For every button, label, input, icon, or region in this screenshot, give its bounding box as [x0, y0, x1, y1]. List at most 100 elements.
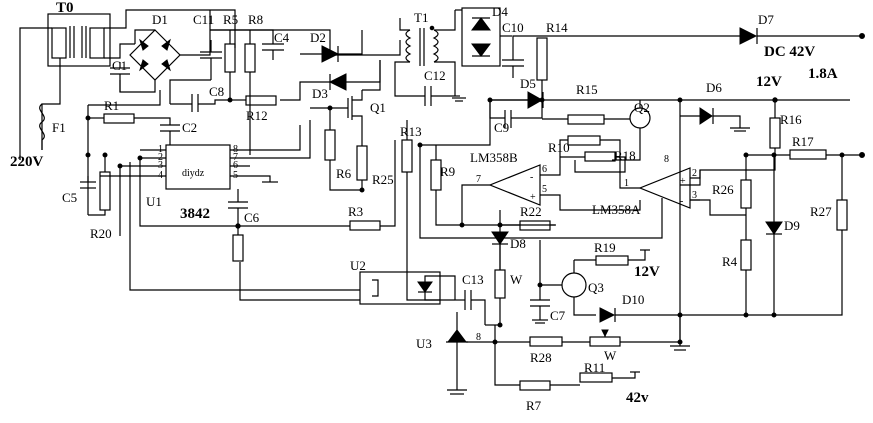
dc-output-terminal — [859, 33, 865, 39]
u1-pin-2: 2 — [158, 152, 163, 163]
label-r8: R8 — [248, 12, 263, 27]
u1-chip-body — [165, 144, 231, 190]
r14-resistor — [536, 37, 548, 81]
lm358a-minus: - — [680, 196, 683, 207]
label-r28: R28 — [530, 350, 552, 365]
aux-supply — [489, 91, 850, 340]
junction-dots — [85, 97, 845, 345]
label-d8: D8 — [510, 236, 526, 251]
r6-resistor — [324, 129, 336, 161]
label-c2: C2 — [182, 120, 197, 135]
label-r16: R16 — [780, 112, 802, 127]
label-w2: W — [604, 348, 617, 363]
c12-capacitor — [394, 70, 455, 106]
lm358b-pin-6: 6 — [542, 164, 547, 175]
label-lm358a: LM358A — [592, 202, 641, 217]
pin-numbers: 1 2 3 4 5 6 7 8 7 6 5 1 2 3 8 8 - + + - — [158, 144, 697, 343]
u1-pin-3: 3 — [158, 160, 163, 171]
label-r18: R18 — [614, 148, 636, 163]
r25-resistor — [356, 145, 368, 181]
lm358b-pin-7: 7 — [476, 174, 481, 185]
r4-resistor — [740, 239, 752, 271]
u1-pin-5: 5 — [233, 170, 238, 181]
label-r27: R27 — [810, 204, 832, 219]
label-r25: R25 — [372, 172, 394, 187]
r10-resistor — [567, 135, 601, 146]
label-q1: Q1 — [370, 100, 386, 115]
label-r19: R19 — [594, 240, 616, 255]
label-r26: R26 — [712, 182, 734, 197]
lm358a-pin-3: 3 — [692, 190, 697, 201]
r13-resistor — [401, 139, 413, 173]
label-42v: 42v — [626, 390, 649, 406]
lm358b-minus: - — [530, 172, 533, 183]
t0-winding-left — [51, 27, 67, 59]
r8-resistor — [244, 43, 256, 73]
lm358a-pin-8: 8 — [664, 154, 669, 165]
label-d10: D10 — [622, 292, 644, 307]
label-d5: D5 — [520, 76, 536, 91]
label-r3: R3 — [348, 204, 363, 219]
lm358a-opamp — [419, 139, 701, 239]
reference-circuit — [446, 312, 680, 395]
lm358b-triangle — [488, 164, 541, 206]
label-r10: R10 — [548, 140, 570, 155]
label-220v: 220V — [10, 154, 44, 170]
t1-transformer — [394, 10, 456, 96]
lm358a-pin-2: 2 — [692, 168, 697, 179]
label-c13: C13 — [462, 272, 484, 287]
t0-filter-body — [47, 13, 111, 67]
label-dc-output: DC 42V — [764, 44, 815, 60]
label-d4: D4 — [492, 4, 508, 19]
component-labels: T0 D1 C11 R5 R8 C4 D2 T1 D4 C10 R14 D7 D… — [10, 0, 838, 413]
label-c6: C6 — [244, 210, 260, 225]
output-rail — [490, 27, 865, 101]
lm358a-triangle — [638, 167, 691, 209]
input-section — [19, 9, 236, 160]
label-w1: W — [510, 272, 523, 287]
label-c7: C7 — [550, 308, 566, 323]
w2-potentiometer — [589, 336, 621, 347]
r20-resistor — [99, 171, 111, 211]
lm358a-pin-1: 1 — [624, 178, 629, 189]
label-u2: U2 — [350, 258, 366, 273]
r26-resistor — [740, 179, 752, 209]
r15-resistor — [567, 114, 605, 125]
u1-pin-1: 1 — [158, 144, 163, 155]
indicator-circuit — [491, 210, 680, 324]
label-r5: R5 — [223, 12, 238, 27]
label-c12: C12 — [424, 68, 446, 83]
t0-winding-right — [89, 27, 105, 59]
label-r9: R9 — [440, 164, 455, 179]
label-c10: C10 — [502, 20, 524, 35]
r5-resistor — [224, 43, 236, 73]
sense-network — [670, 149, 865, 351]
label-f1: F1 — [52, 120, 66, 135]
r7-resistor — [519, 380, 551, 391]
label-c11: C11 — [193, 12, 214, 27]
label-d2: D2 — [310, 30, 326, 45]
label-u3: U3 — [416, 336, 432, 351]
u3-pin-8: 8 — [476, 332, 481, 343]
label-d9: D9 — [784, 218, 800, 233]
w1-potentiometer — [494, 269, 506, 299]
r16-resistor — [769, 117, 781, 149]
t1-secondary — [432, 29, 439, 63]
label-r22: R22 — [520, 204, 542, 219]
lm358b-pin-5: 5 — [542, 184, 547, 195]
d4-body — [461, 7, 501, 67]
label-r14: R14 — [546, 20, 568, 35]
lm358a-plus: + — [680, 176, 686, 187]
clamp-diodes — [280, 30, 381, 101]
t1-primary — [405, 29, 412, 63]
label-u1: U1 — [146, 194, 162, 209]
r-sense-resistor — [232, 234, 244, 262]
label-d6: D6 — [706, 80, 722, 95]
primary-rc — [169, 29, 401, 155]
label-lm358b: LM358B — [470, 150, 518, 165]
u1-pin-6: 6 — [233, 160, 238, 171]
label-r1: R1 — [104, 98, 119, 113]
label-t0: T0 — [56, 0, 74, 16]
label-r6: R6 — [336, 166, 352, 181]
